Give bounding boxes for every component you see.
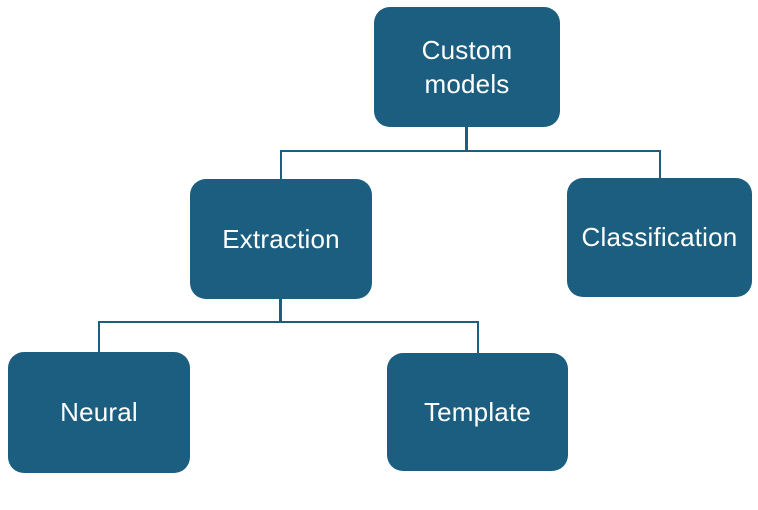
node-extraction-label: Extraction bbox=[222, 223, 340, 254]
connector-drop-to-neural bbox=[98, 321, 100, 352]
connector-extraction-stem bbox=[279, 299, 282, 323]
connector-drop-to-extraction bbox=[280, 150, 282, 179]
connector-custom-models-crossbar bbox=[280, 150, 661, 152]
node-template: Template bbox=[387, 353, 568, 471]
node-classification-label: Classification bbox=[581, 222, 738, 253]
node-template-label: Template bbox=[423, 396, 532, 427]
node-neural: Neural bbox=[8, 352, 190, 473]
node-classification: Classification bbox=[567, 178, 752, 297]
node-extraction: Extraction bbox=[190, 179, 372, 299]
node-custom-models-label: Custom models bbox=[421, 34, 513, 99]
node-custom-models: Custom models bbox=[374, 7, 560, 127]
node-neural-label: Neural bbox=[60, 397, 138, 428]
connector-drop-to-template bbox=[477, 321, 479, 353]
connector-extraction-crossbar bbox=[98, 321, 479, 323]
connector-custom-models-stem bbox=[465, 127, 468, 151]
connector-drop-to-classification bbox=[659, 150, 661, 178]
